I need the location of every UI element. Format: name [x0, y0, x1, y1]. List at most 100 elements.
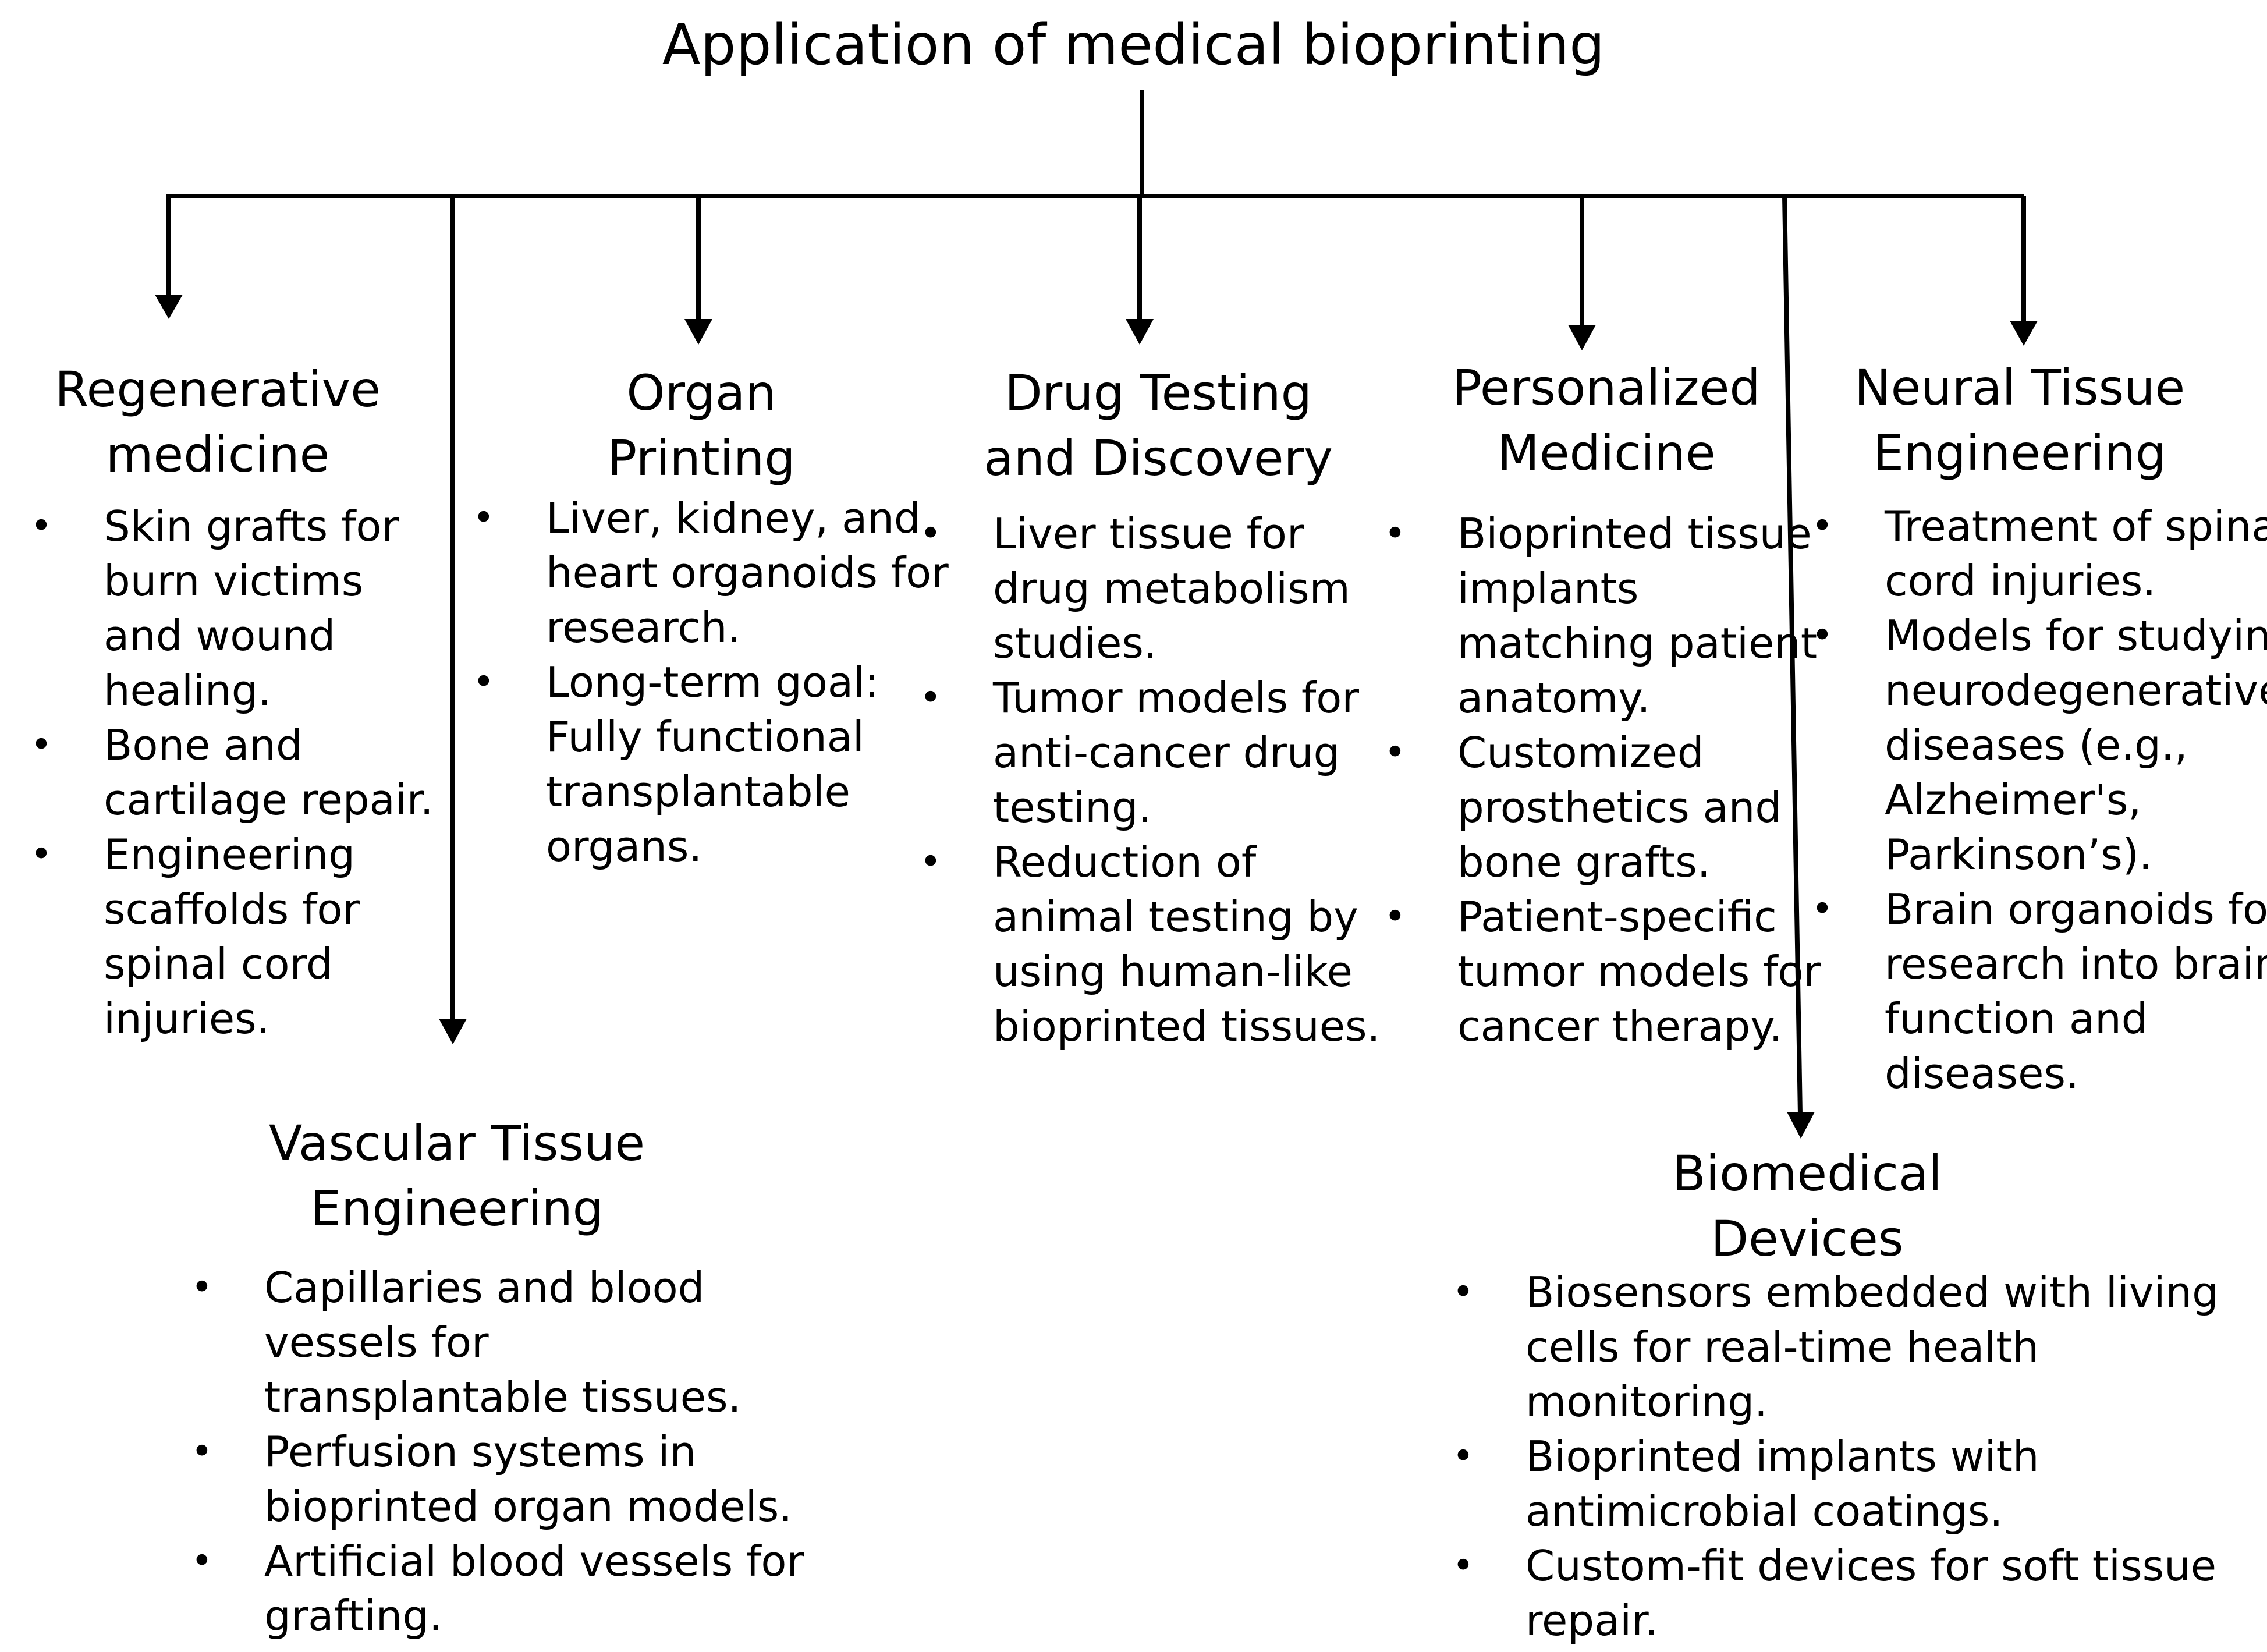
item-line: antimicrobial coatings. [1525, 1487, 2003, 1536]
list-item: Customized prosthetics and bone grafts. [1384, 725, 1821, 889]
item-line: bioprinted tissues. [993, 1002, 1381, 1051]
item-line: heart organoids for [546, 548, 949, 597]
item-line: Reduction of [993, 838, 1257, 887]
item-line: matching patient [1457, 619, 1818, 668]
item-line: cartilage repair. [104, 775, 434, 824]
category-title-line: Vascular Tissue [268, 1115, 645, 1172]
item-line: transplantable [546, 767, 850, 816]
item-line: Patient-specific [1457, 892, 1777, 941]
item-line: Long-term goal: [546, 658, 879, 707]
arrowhead-biomedical [1787, 1112, 1815, 1139]
category-title-line: Printing [607, 430, 796, 487]
item-line: Tumor models for [993, 673, 1359, 722]
category-title-personalized: Personalized Medicine [1432, 355, 1781, 485]
category-title-line: Neural Tissue [1854, 359, 2186, 416]
item-line: studies. [993, 619, 1157, 668]
item-line: tumor models for [1457, 947, 1821, 996]
category-title-line: Personalized [1452, 359, 1761, 416]
category-title-line: Regenerative [55, 361, 381, 418]
category-items-drug: Liver tissue for drug metabolism studies… [920, 506, 1380, 1054]
item-line: Treatment of spinal [1885, 502, 2267, 551]
item-line: using human-like [993, 947, 1353, 996]
item-line: anatomy. [1457, 673, 1651, 722]
item-line: research. [546, 603, 741, 652]
item-line: Custom-fit devices for soft tissue [1525, 1541, 2217, 1590]
item-line: scaffolds for [104, 885, 360, 934]
list-item: Capillaries and blood vessels for transp… [191, 1260, 804, 1424]
item-line: Capillaries and blood [264, 1263, 705, 1312]
item-line: burn victims [104, 556, 364, 605]
list-item: Reduction of animal testing by using hum… [920, 835, 1380, 1054]
item-line: grafting. [264, 1591, 442, 1640]
category-title-line: Medicine [1497, 424, 1716, 481]
category-title-biomedical: Biomedical Devices [1633, 1141, 1982, 1271]
item-line: vessels for [264, 1318, 489, 1367]
item-line: neurodegenerative [1885, 666, 2267, 715]
category-title-regenerative: Regenerative medicine [43, 357, 392, 487]
category-items-regenerative: Skin grafts for burn victims and wound h… [30, 499, 434, 1046]
category-title-line: Biomedical [1672, 1145, 1942, 1202]
list-item: Long-term goal: Fully functional transpl… [473, 655, 949, 874]
item-line: Perfusion systems in [264, 1427, 697, 1476]
item-line: bone grafts. [1457, 838, 1711, 887]
item-line: Customized [1457, 728, 1704, 777]
item-line: Fully functional [546, 712, 864, 761]
category-items-neural: Treatment of spinal cord injuries. Model… [1811, 499, 2267, 1101]
list-item: Perfusion systems in bioprinted organ mo… [191, 1424, 804, 1534]
category-items-organ: Liver, kidney, and heart organoids for r… [473, 491, 949, 874]
list-item: Patient-specific tumor models for cancer… [1384, 889, 1821, 1054]
category-title-line: Devices [1711, 1210, 1904, 1267]
item-line: transplantable tissues. [264, 1373, 742, 1421]
category-title-vascular: Vascular Tissue Engineering [268, 1111, 646, 1241]
item-line: diseases. [1885, 1049, 2079, 1098]
item-line: anti-cancer drug [993, 728, 1340, 777]
item-line: Bioprinted implants with [1525, 1432, 2039, 1481]
category-title-neural: Neural Tissue Engineering [1845, 355, 2194, 485]
arrowhead-neural [2010, 321, 2038, 346]
arrowhead-personalized [1568, 325, 1596, 350]
category-title-organ: Organ Printing [527, 360, 876, 491]
category-title-line: and Discovery [984, 430, 1333, 487]
category-title-drug: Drug Testing and Discovery [984, 360, 1333, 491]
diagram-title: Application of medical bioprinting [662, 12, 1605, 77]
item-line: organs. [546, 822, 703, 871]
item-line: monitoring. [1525, 1377, 1768, 1426]
item-line: testing. [993, 783, 1152, 832]
category-title-line: Organ [626, 364, 776, 421]
list-item: Brain organoids for research into brain … [1811, 882, 2267, 1101]
category-title-line: Engineering [310, 1180, 604, 1237]
item-line: animal testing by [993, 892, 1358, 941]
list-item: Artificial blood vessels for grafting. [191, 1534, 804, 1643]
item-line: prosthetics and [1457, 783, 1782, 832]
item-line: bioprinted organ models. [264, 1482, 793, 1531]
list-item: Engineering scaffolds for spinal cord in… [30, 827, 434, 1046]
arrowhead-regenerative [155, 295, 183, 319]
item-line: function and [1885, 994, 2148, 1043]
item-line: cancer therapy. [1457, 1002, 1783, 1051]
item-line: and wound [104, 611, 336, 660]
item-line: Liver tissue for [993, 509, 1304, 558]
item-line: Skin grafts for [104, 502, 399, 551]
list-item: Tumor models for anti-cancer drug testin… [920, 671, 1380, 835]
list-item: Biosensors embedded with living cells fo… [1452, 1265, 2219, 1429]
item-line: research into brain [1885, 940, 2267, 988]
item-line: cells for real-time health [1525, 1323, 2039, 1371]
category-title-line: medicine [105, 426, 330, 483]
list-item: Skin grafts for burn victims and wound h… [30, 499, 434, 718]
item-line: Biosensors embedded with living [1525, 1268, 2219, 1317]
arrowhead-vascular [439, 1019, 467, 1044]
item-line: Liver, kidney, and [546, 494, 921, 543]
item-line: spinal cord [104, 940, 333, 988]
item-line: diseases (e.g., [1885, 721, 2188, 770]
item-line: Bioprinted tissue [1457, 509, 1812, 558]
list-item: Bone and cartilage repair. [30, 718, 434, 827]
item-line: Engineering [104, 830, 355, 879]
category-items-biomedical: Biosensors embedded with living cells fo… [1452, 1265, 2219, 1648]
item-line: repair. [1525, 1596, 1659, 1645]
item-line: Models for studying [1885, 611, 2267, 660]
arrowhead-organ [684, 319, 712, 345]
list-item: Custom-fit devices for soft tissue repai… [1452, 1538, 2219, 1648]
list-item: Treatment of spinal cord injuries. [1811, 499, 2267, 608]
item-line: Brain organoids for [1885, 885, 2267, 934]
